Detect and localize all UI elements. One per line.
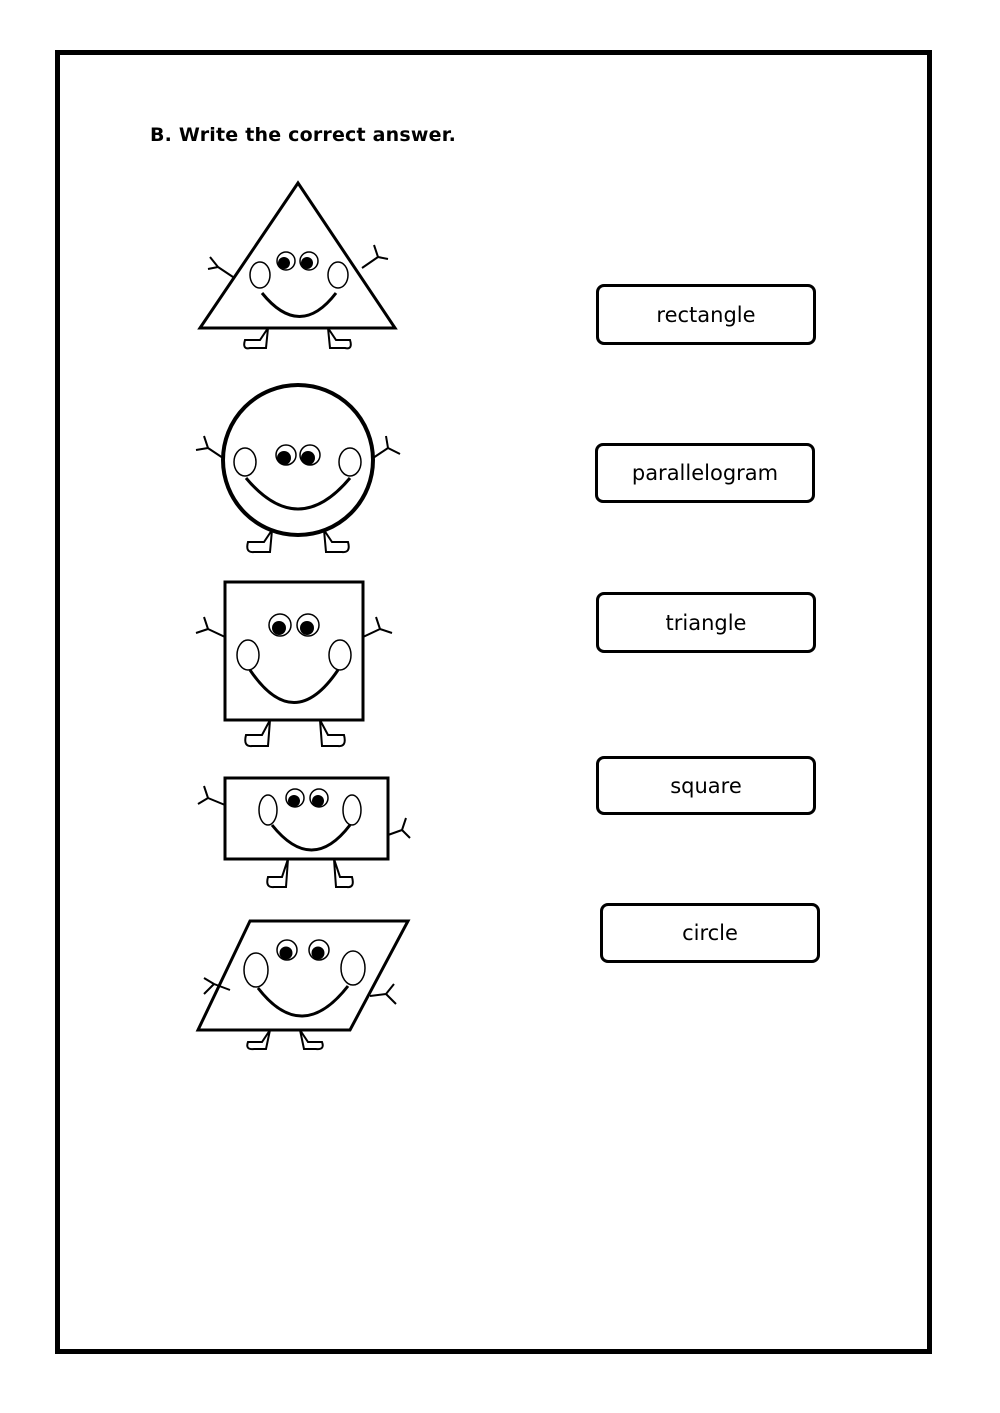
answer-box-circle[interactable]: circle — [600, 903, 820, 963]
answer-box-rectangle[interactable]: rectangle — [596, 284, 816, 345]
answer-box-triangle[interactable]: triangle — [596, 592, 816, 653]
answer-box-square[interactable]: square — [596, 756, 816, 815]
parallelogram-character-icon — [195, 919, 411, 1051]
answer-label: circle — [682, 921, 738, 945]
triangle-character-icon — [197, 180, 398, 350]
answer-label: rectangle — [656, 302, 756, 327]
answer-box-parallelogram[interactable]: parallelogram — [595, 443, 815, 503]
circle-character-icon — [195, 383, 401, 554]
square-character-icon — [195, 580, 393, 748]
answer-label: triangle — [665, 610, 747, 635]
answer-label: parallelogram — [631, 461, 779, 485]
instruction-text: B. Write the correct answer. — [150, 124, 456, 146]
answer-label: square — [670, 773, 742, 798]
worksheet-border — [55, 50, 932, 1354]
rectangle-character-icon — [197, 776, 411, 889]
